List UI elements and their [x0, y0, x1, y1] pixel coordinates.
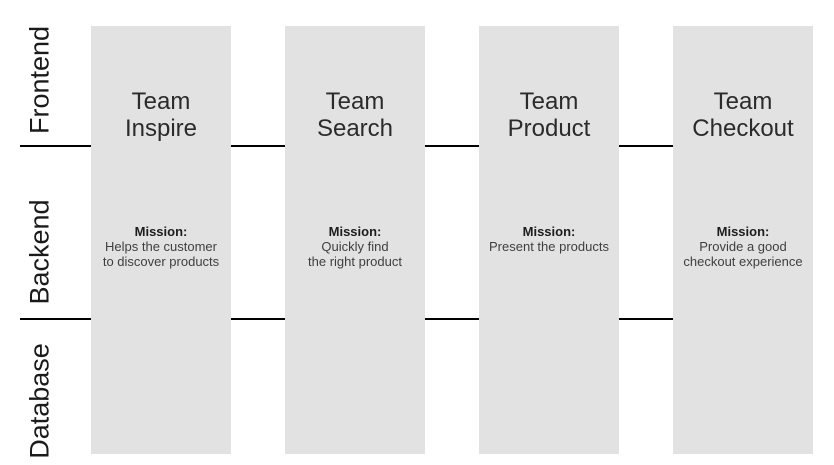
team-title: Team Product	[507, 88, 591, 142]
row-label-backend: Backend	[24, 199, 55, 305]
row-label-database: Database	[24, 343, 55, 459]
mission-label: Mission:	[134, 224, 188, 239]
mission-text: Provide a good checkout experience	[683, 239, 803, 269]
row-label-frontend: Frontend	[24, 25, 55, 135]
team-title: Team Inspire	[124, 88, 198, 142]
mission-block: Mission: Present the products	[479, 224, 619, 254]
mission-text: Quickly find the right product	[308, 239, 402, 269]
mission-block: Mission: Quickly find the right product	[285, 224, 425, 269]
mission-text: Present the products	[489, 239, 609, 254]
team-column-inspire: Team Inspire Mission: Helps the customer…	[91, 26, 231, 454]
mission-text: Helps the customer to discover products	[102, 239, 220, 269]
team-title: Team Search	[316, 88, 394, 142]
team-column-search: Team Search Mission: Quickly find the ri…	[285, 26, 425, 454]
team-column-product: Team Product Mission: Present the produc…	[479, 26, 619, 454]
mission-label: Mission:	[716, 224, 770, 239]
mission-block: Mission: Provide a good checkout experie…	[673, 224, 813, 269]
team-column-checkout: Team Checkout Mission: Provide a good ch…	[673, 26, 813, 454]
mission-label: Mission:	[522, 224, 576, 239]
mission-label: Mission:	[328, 224, 382, 239]
mission-block: Mission: Helps the customer to discover …	[91, 224, 231, 269]
team-title: Team Checkout	[692, 88, 794, 142]
